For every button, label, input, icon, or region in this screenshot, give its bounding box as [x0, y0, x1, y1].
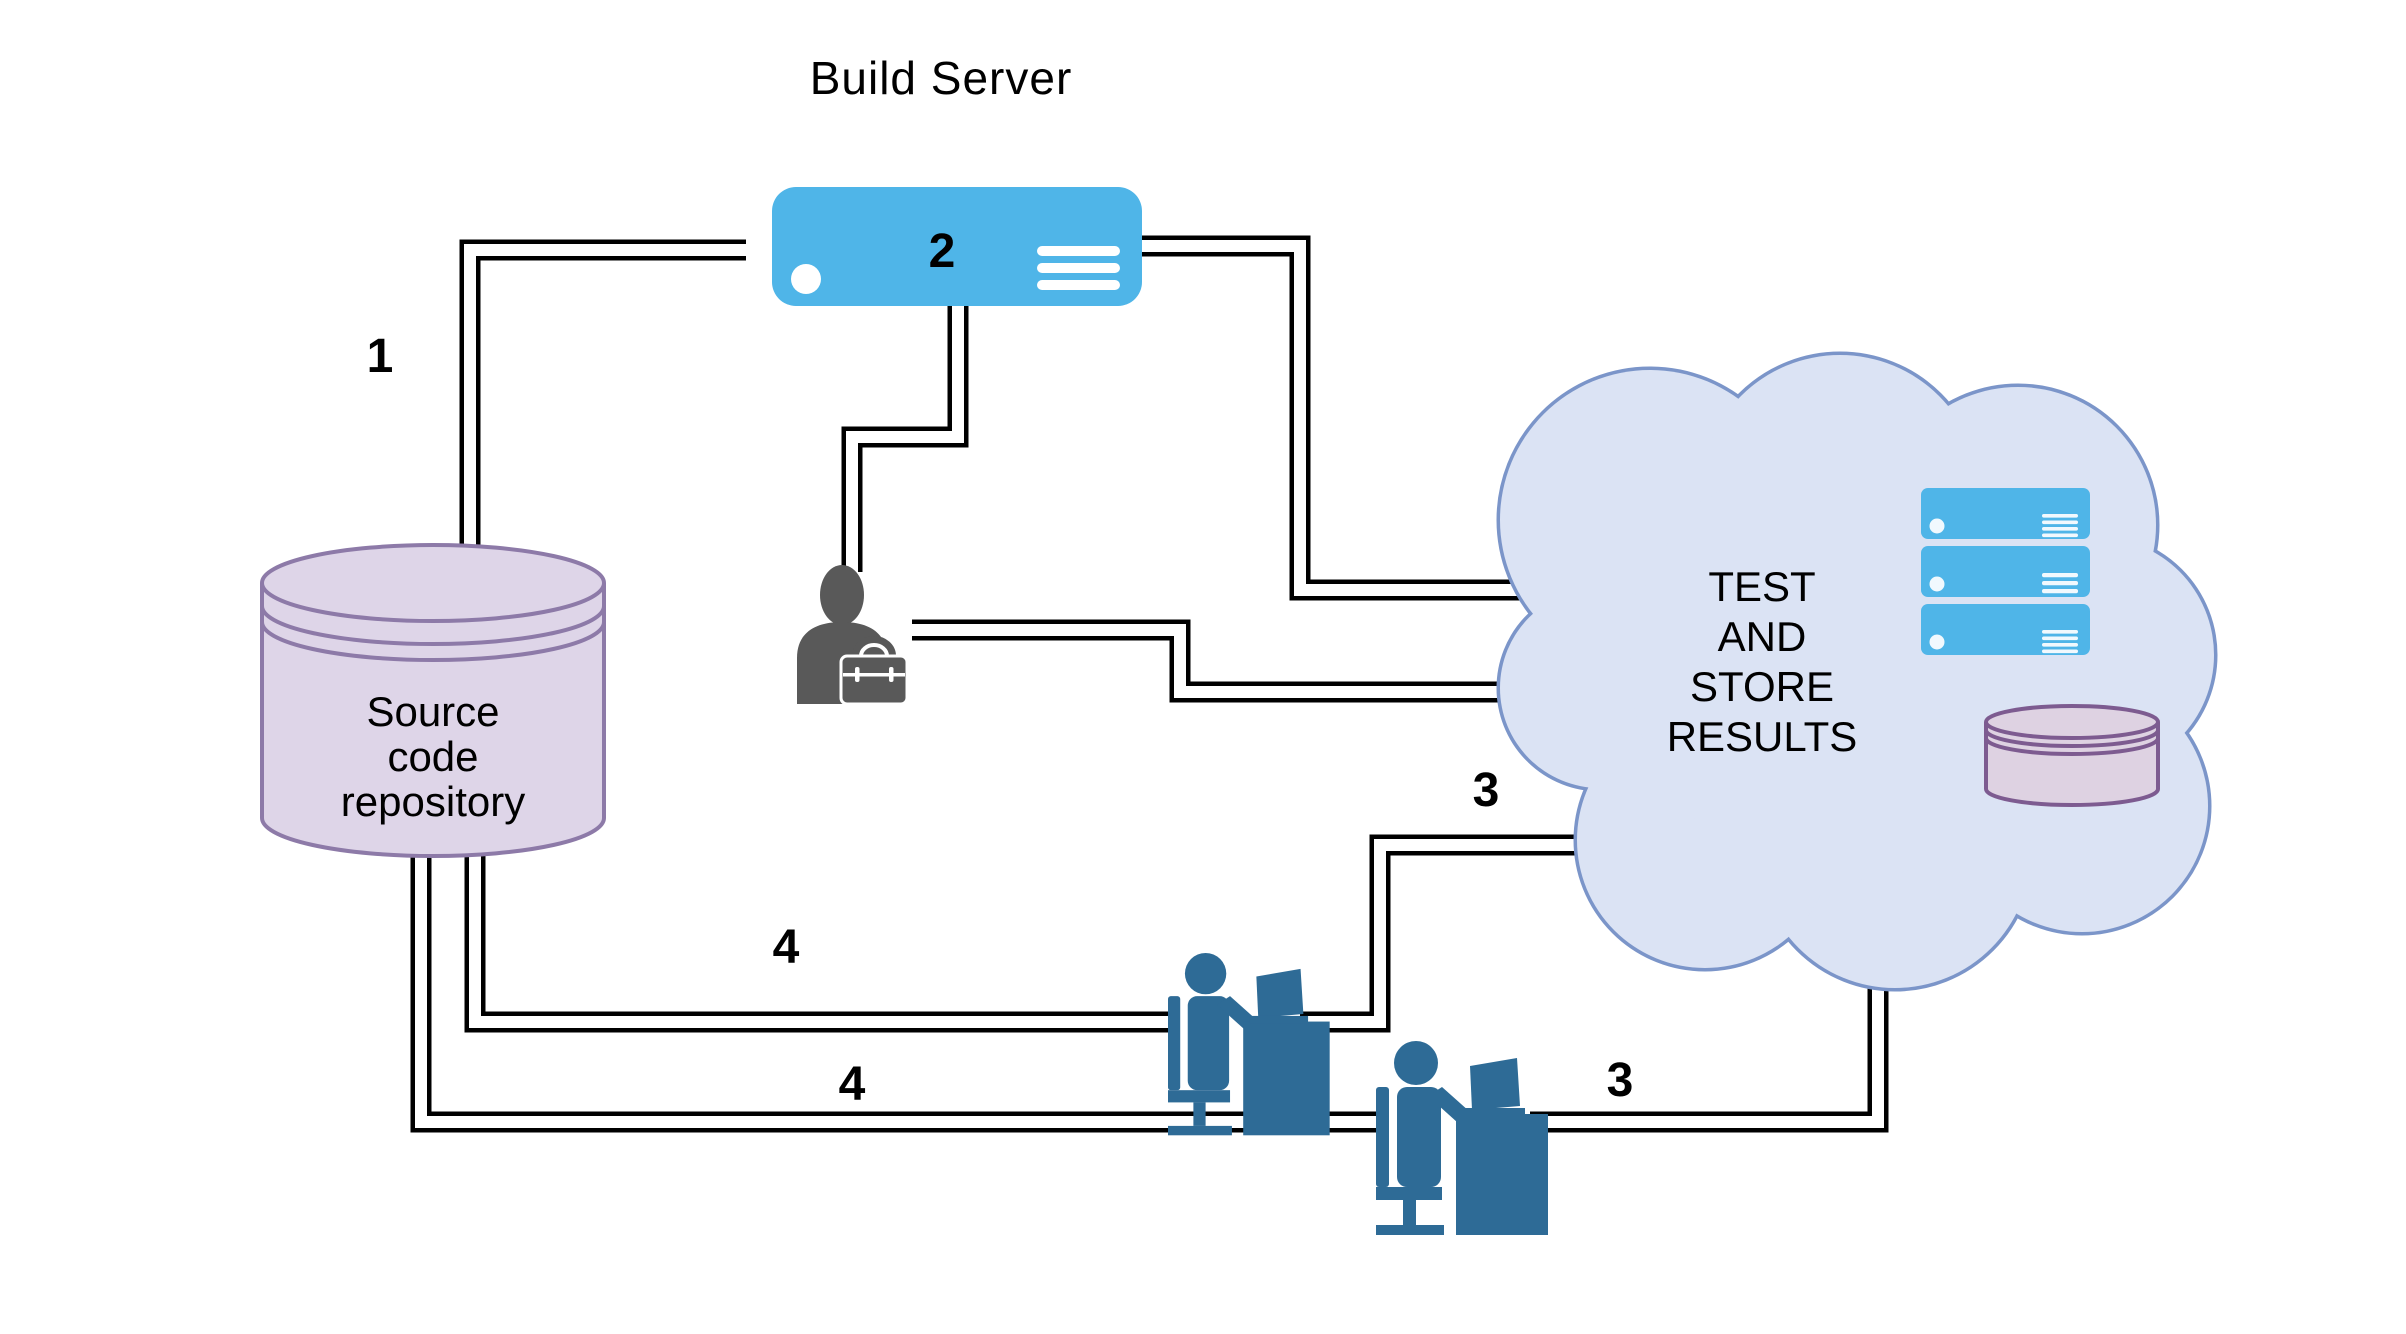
cloud-caption-line1: TEST: [1708, 563, 1815, 610]
step-label-1: 1: [367, 330, 394, 383]
connection-buildserver-to-cloud: [1142, 235, 1560, 601]
results-database-icon: [1984, 704, 2160, 807]
cloud-caption: TEST AND STORE RESULTS: [1667, 563, 1858, 760]
connection-cloud-to-tester1: [1300, 834, 1590, 1033]
server-rack-icon: [1921, 488, 2090, 655]
diagram-title: Build Server: [810, 52, 1073, 104]
build-server-icon: 2: [772, 187, 1142, 306]
connection-repo-to-tester2: [410, 846, 1382, 1133]
repo-label-line2: code: [387, 733, 478, 780]
cloud-caption-line4: RESULTS: [1667, 713, 1858, 760]
build-server-step-label: 2: [929, 225, 956, 278]
repo-label-line3: repository: [341, 778, 525, 825]
tester-1-icon: [1168, 952, 1330, 1136]
tester-2-icon: [1376, 1041, 1548, 1235]
connection-engineer-to-cloud: [912, 619, 1560, 703]
connection-buildserver-to-engineer: [841, 300, 969, 572]
connection-repo-to-tester1: [464, 846, 1178, 1033]
repo-label-line1: Source: [366, 688, 499, 735]
source-repo-database-icon: Source code repository: [260, 543, 606, 858]
step-label-3-upper: 3: [1473, 764, 1500, 817]
engineer-icon: [797, 565, 909, 706]
step-label-3-lower: 3: [1607, 1054, 1634, 1107]
step-label-4-lower: 4: [839, 1058, 866, 1111]
cloud-icon: [1496, 351, 2218, 992]
connection-repo-to-buildserver: [459, 239, 746, 556]
connection-cloud-to-tester2: [1530, 950, 1889, 1133]
step-label-4-upper: 4: [773, 921, 800, 974]
cloud-caption-line3: STORE: [1690, 663, 1834, 710]
cloud-caption-line2: AND: [1718, 613, 1807, 660]
